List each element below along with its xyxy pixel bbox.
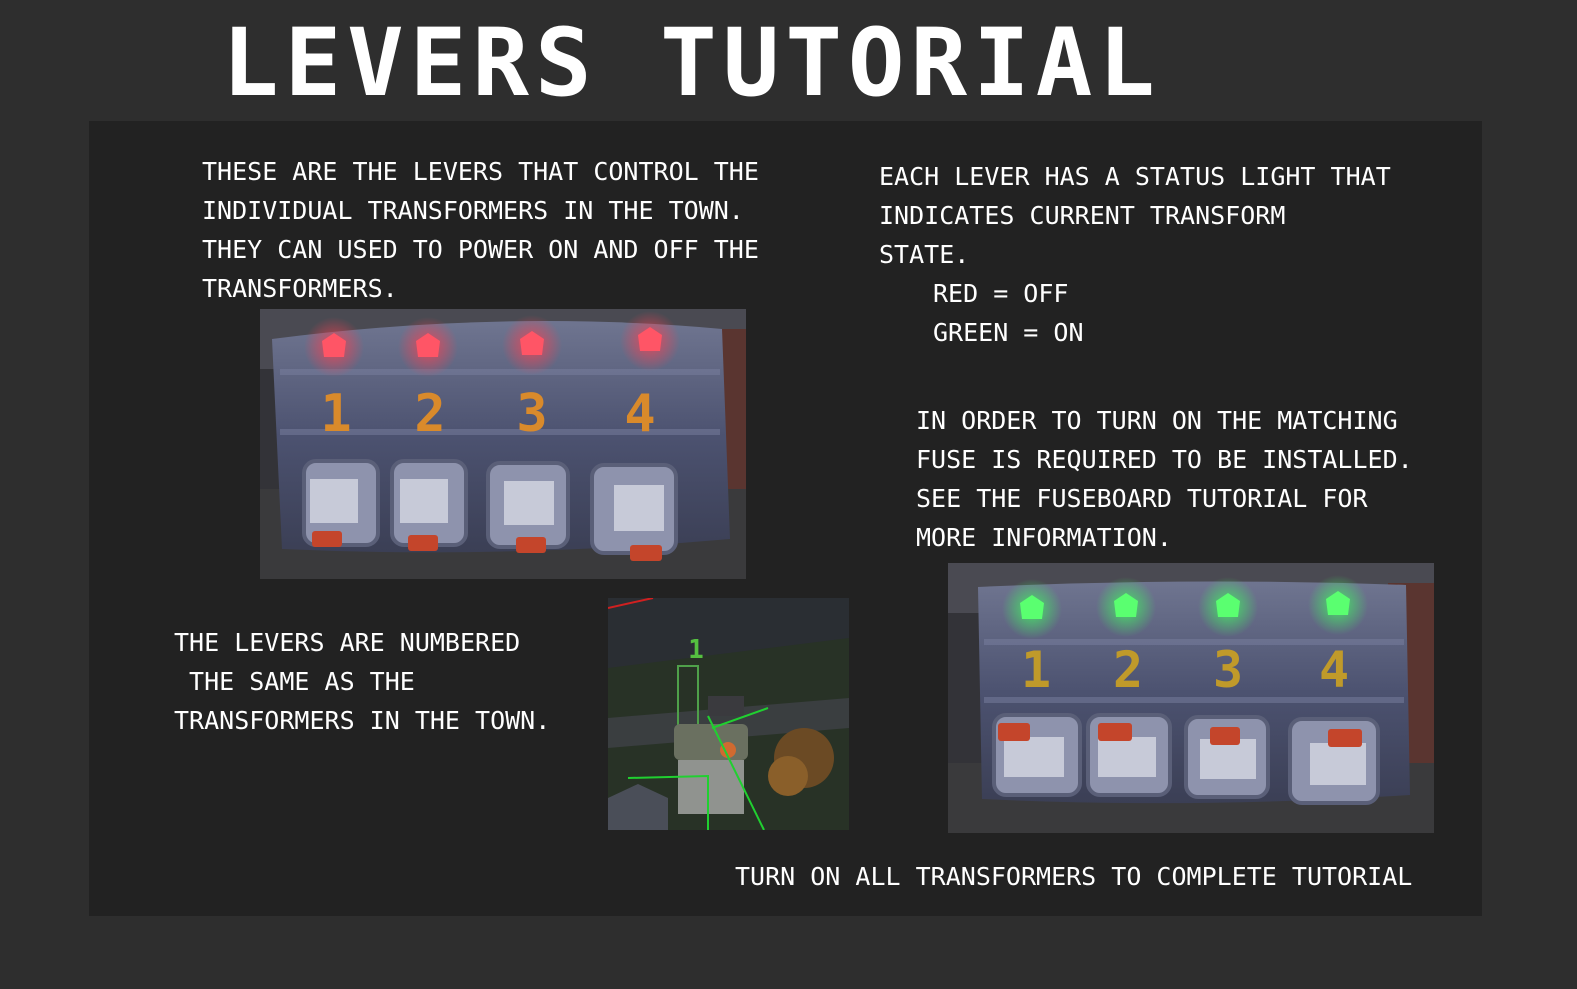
lever-handle-icon <box>1328 729 1362 747</box>
page-title: LEVERS TUTORIAL <box>222 9 1161 118</box>
numbered-text: THE LEVERS ARE NUMBERED THE SAME AS THE … <box>174 623 550 740</box>
status-light-icon <box>416 333 440 357</box>
fuse-line: FUSE IS REQUIRED TO BE INSTALLED. <box>916 445 1413 474</box>
status-light-icon <box>1216 593 1240 617</box>
lever-handle-icon <box>998 723 1030 741</box>
status-line: STATE. <box>879 240 970 269</box>
lever-handle-icon <box>408 535 438 551</box>
status-legend-green: GREEN = ON <box>933 318 1084 347</box>
levers-up <box>992 713 1380 805</box>
lever-number-3: 3 <box>516 384 547 444</box>
status-line: INDICATES CURRENT TRANSFORM <box>879 201 1286 230</box>
transformer-marker: 1 <box>688 635 704 665</box>
intro-line: THEY CAN USED TO POWER ON AND OFF THE <box>202 235 759 264</box>
lever-number-4: 4 <box>624 384 655 444</box>
status-line: EACH LEVER HAS A STATUS LIGHT THAT <box>879 162 1391 191</box>
lever-handle-icon <box>630 545 662 561</box>
transformer-core-icon <box>720 742 736 758</box>
fuse-line: MORE INFORMATION. <box>916 523 1172 552</box>
lever-number-1: 1 <box>1021 641 1051 699</box>
status-legend-red: RED = OFF <box>933 279 1069 308</box>
goal-text: TURN ON ALL TRANSFORMERS TO COMPLETE TUT… <box>735 862 1413 891</box>
intro-text: THESE ARE THE LEVERS THAT CONTROL THE IN… <box>202 152 759 308</box>
fuse-text: IN ORDER TO TURN ON THE MATCHING FUSE IS… <box>916 401 1413 557</box>
lever-handle-icon <box>1210 727 1240 745</box>
status-light-icon <box>520 331 544 355</box>
lever-number-2: 2 <box>414 384 445 444</box>
lever-number-1: 1 <box>320 384 351 444</box>
lever-handle-icon <box>1098 723 1132 741</box>
numbered-line: THE SAME AS THE <box>174 667 415 696</box>
lever-panel-on-image: 1 2 3 4 <box>948 563 1434 833</box>
lever-number-2: 2 <box>1113 641 1143 699</box>
fuse-line: IN ORDER TO TURN ON THE MATCHING <box>916 406 1398 435</box>
lever-number-3: 3 <box>1213 641 1243 699</box>
lever-handle-icon <box>516 537 546 553</box>
fuse-line: SEE THE FUSEBOARD TUTORIAL FOR <box>916 484 1368 513</box>
levers-down <box>302 459 678 561</box>
status-light-icon <box>1326 591 1350 615</box>
lever-panel-off-image: 1 2 3 4 <box>260 309 746 579</box>
status-light-icon <box>1020 595 1044 619</box>
lever-handle-icon <box>312 531 342 547</box>
town-view-image: 1 <box>608 598 849 830</box>
status-lights-green <box>1002 575 1368 639</box>
intro-line: TRANSFORMERS. <box>202 274 398 303</box>
intro-line: THESE ARE THE LEVERS THAT CONTROL THE <box>202 157 759 186</box>
lever-number-4: 4 <box>1319 641 1349 699</box>
intro-line: INDIVIDUAL TRANSFORMERS IN THE TOWN. <box>202 196 744 225</box>
status-light-icon <box>322 333 346 357</box>
status-lights-red <box>304 311 680 377</box>
status-light-icon <box>638 327 662 351</box>
status-light-icon <box>1114 593 1138 617</box>
numbered-line: TRANSFORMERS IN THE TOWN. <box>174 706 551 735</box>
numbered-line: THE LEVERS ARE NUMBERED <box>174 628 521 657</box>
status-text: EACH LEVER HAS A STATUS LIGHT THAT INDIC… <box>879 157 1391 352</box>
